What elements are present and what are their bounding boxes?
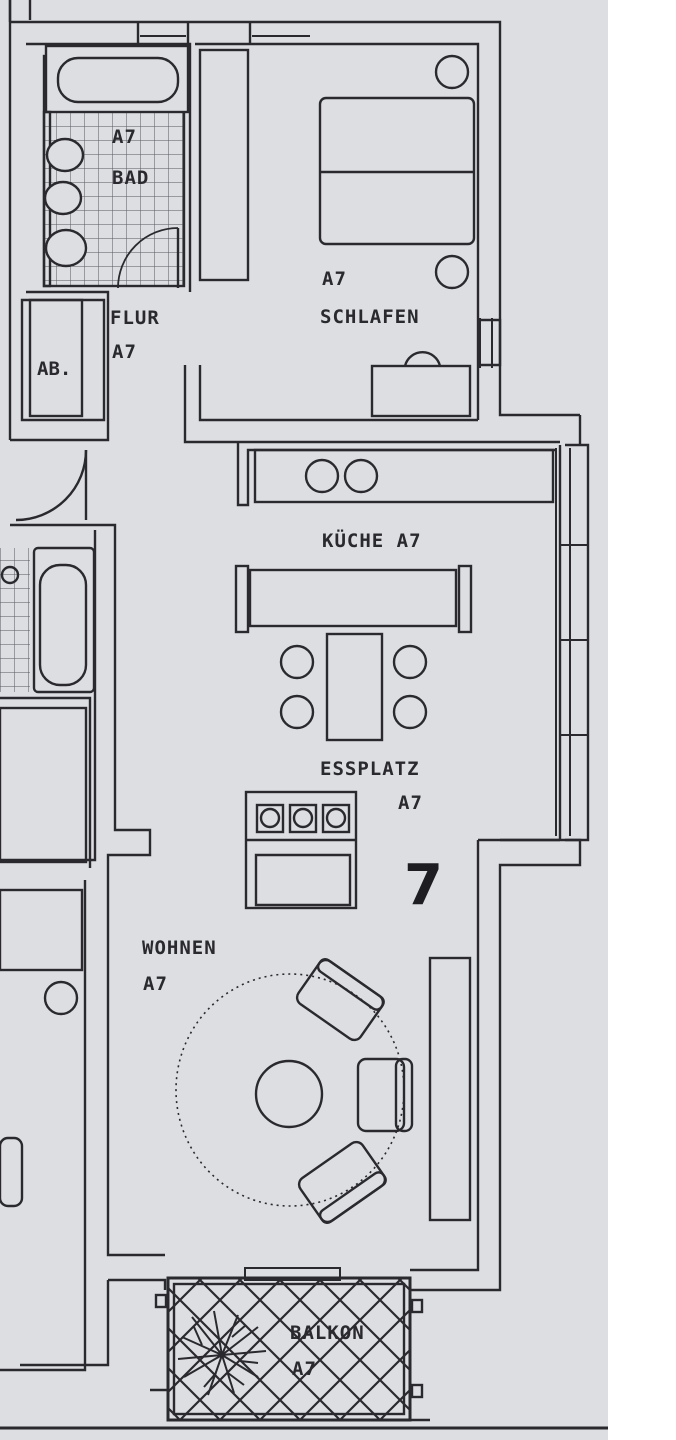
bathroom	[42, 44, 190, 289]
flur-name-label: FLUR	[110, 307, 160, 329]
balcony	[150, 1276, 430, 1422]
kueche-label: KÜCHE A7	[322, 530, 422, 552]
windows	[140, 35, 588, 1281]
interior-walls	[0, 0, 560, 1372]
essplatz-code-label: A7	[398, 792, 423, 814]
living-furniture	[175, 956, 472, 1224]
neighbour-unit	[0, 298, 96, 1208]
kitchen-furniture	[234, 448, 555, 910]
wohnen-code-label: A7	[143, 973, 168, 995]
flur-code-label: A7	[112, 341, 137, 363]
essplatz-name-label: ESSPLATZ	[320, 758, 420, 780]
balkon-code-label: A7	[292, 1358, 317, 1380]
unit-number: 7	[404, 853, 443, 918]
floor-plan-drawing	[0, 0, 608, 1430]
balkon-name-label: BALKON	[290, 1322, 365, 1344]
bedroom-furniture	[198, 48, 476, 418]
abstell-label: AB.	[37, 358, 72, 380]
bad-name-label: BAD	[112, 167, 150, 189]
bad-code-label: A7	[112, 126, 137, 148]
schlafen-name-label: SCHLAFEN	[320, 306, 420, 328]
exterior-walls	[8, 0, 590, 1292]
floor-plan-sheet: A7 BAD FLUR A7 AB. A7 SCHLAFEN KÜCHE A7 …	[0, 0, 608, 1440]
schlafen-code-label: A7	[322, 268, 347, 290]
plant-icon	[177, 1310, 267, 1396]
wohnen-name-label: WOHNEN	[142, 937, 217, 959]
